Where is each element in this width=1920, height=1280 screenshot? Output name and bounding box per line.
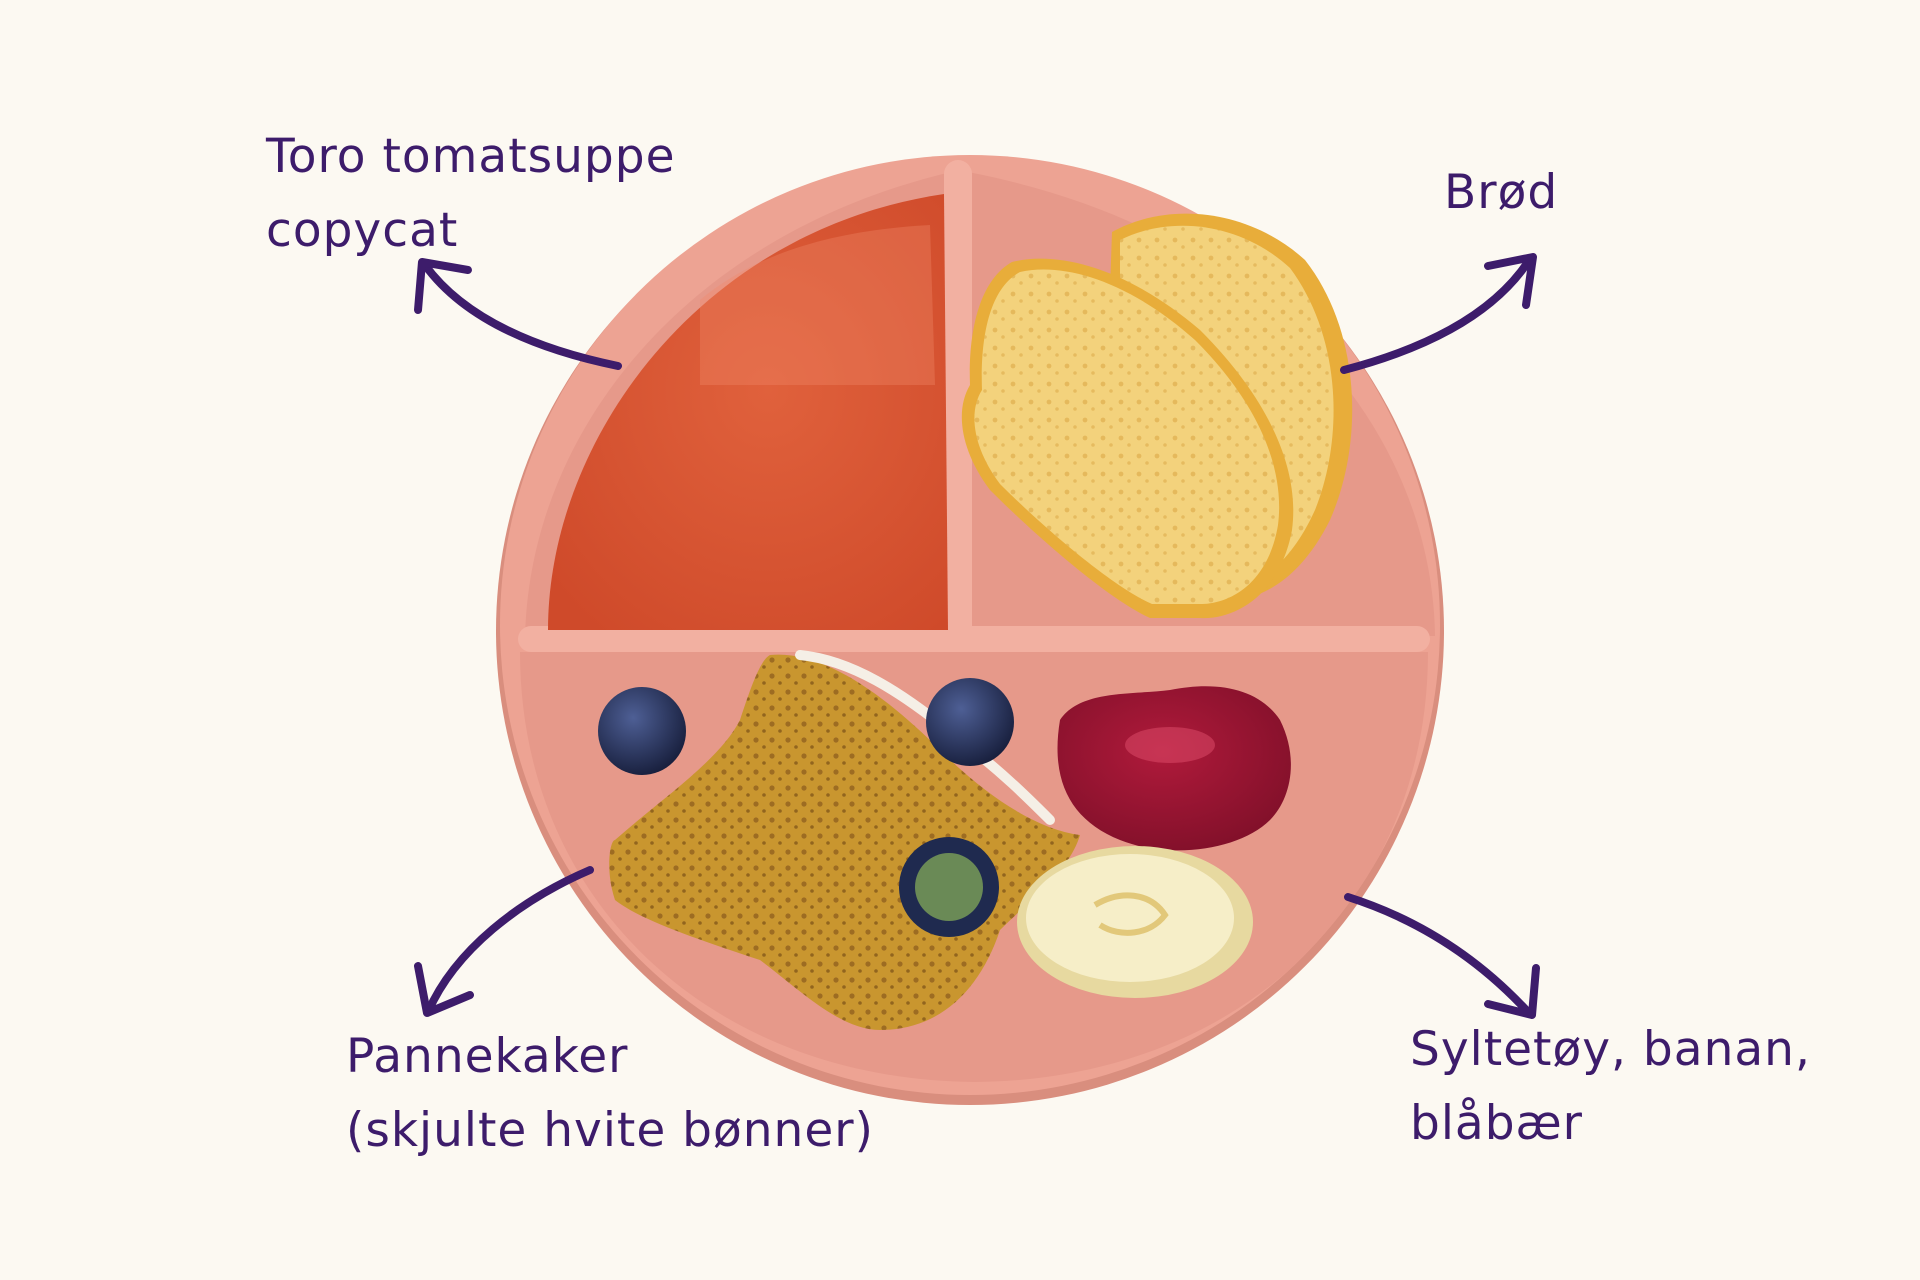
jam [1057, 686, 1291, 851]
jam-banana-blueberry-label: Syltetøy, banan, blåbær [1410, 1013, 1811, 1161]
bread-label-line1: Brød [1444, 165, 1559, 220]
bread-slices [961, 213, 1353, 619]
soup-label: Toro tomatsuppe copycat [266, 120, 676, 268]
arrow-to-soup-label [421, 261, 622, 370]
arrows [414, 253, 1540, 1019]
pancake-label-line1: Pannekaker [346, 1029, 629, 1084]
arrow-head-pancake [414, 962, 474, 1017]
arrow-to-bread-label [1340, 258, 1532, 374]
pancake-label-line2: (skjulte hvite bønner) [346, 1103, 874, 1158]
bread-label: Brød [1444, 156, 1558, 230]
arrow-head-soup [414, 258, 472, 314]
soup-label-line2: copycat [266, 203, 459, 258]
arrow-to-jam-label [1344, 893, 1532, 1016]
tomato-soup [548, 194, 948, 630]
jam-label-line2: blåbær [1410, 1096, 1584, 1151]
banana-slice [1017, 846, 1253, 998]
jam-label-line1: Syltetøy, banan, [1410, 1022, 1811, 1077]
pancake-label: Pannekaker (skjulte hvite bønner) [346, 1020, 874, 1168]
arrow-head-bread [1484, 253, 1537, 309]
arrow-to-pancake-label [424, 866, 594, 1016]
arrow-head-jam [1484, 964, 1540, 1019]
blueberry [926, 678, 1014, 766]
blueberry [598, 687, 686, 775]
soup-label-line1: Toro tomatsuppe [266, 129, 676, 184]
